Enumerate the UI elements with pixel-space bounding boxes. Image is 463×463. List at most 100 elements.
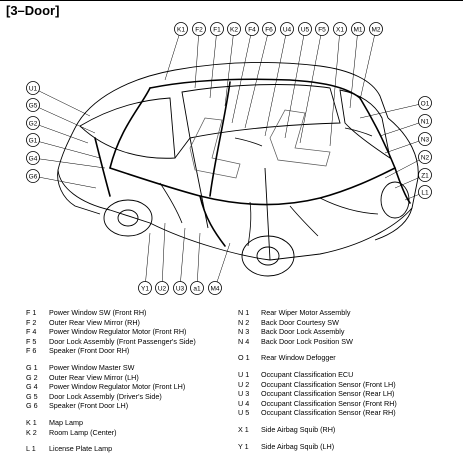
callout-label: U5 (301, 26, 310, 33)
legend-code: G 1 (26, 362, 38, 372)
callout-leader-f2 (194, 28, 200, 89)
legend-label: Side Airbag Squib (LH) (261, 441, 335, 451)
callout-circle-g5 (26, 98, 40, 112)
legend-label: Power Window Master SW (49, 362, 135, 372)
legend-item: G 2 Outer Rear View Mirror (LH) (26, 373, 196, 383)
legend-code: G 2 (26, 372, 38, 382)
callout-label: N3 (421, 136, 430, 143)
legend-label: Rear Window Defogger (261, 353, 336, 363)
legend-code: F 5 (26, 336, 37, 346)
callout-circle-n1 (418, 114, 432, 128)
legend-code: G 6 (26, 401, 38, 411)
callout-label: O1 (421, 100, 430, 107)
legend-label: Map Lamp (49, 417, 83, 427)
rear-bumper (374, 207, 413, 241)
callout-leader-u3 (179, 227, 186, 289)
harness-roof (149, 78, 361, 99)
legend-code: O 1 (238, 353, 250, 363)
legend-item: L 1 License Plate Lamp (26, 444, 196, 454)
callout-label: K2 (230, 26, 238, 33)
callout-leader-f1 (209, 28, 218, 99)
callout-label: Z1 (421, 172, 429, 179)
rear-seat (269, 109, 331, 167)
legend-code: G 4 (26, 382, 38, 392)
callout-label: X1 (336, 26, 344, 33)
callout-circle-g1 (26, 133, 40, 147)
branch-3 (159, 182, 183, 224)
callout-leader-n1 (379, 120, 426, 137)
legend-code: F 2 (26, 317, 37, 327)
callout-leader-m4 (214, 242, 231, 289)
legend-code: L 1 (26, 444, 36, 454)
callout-leader-u4 (264, 28, 288, 137)
callout-label: U4 (283, 26, 292, 33)
callout-circle-z1 (418, 168, 432, 182)
callout-circle-k1 (174, 22, 188, 36)
legend-spacer (238, 435, 397, 442)
legend-item: G 6 Speaker (Front Door LH) (26, 401, 196, 411)
callout-circle-f4 (245, 22, 259, 36)
wire-branches (159, 127, 379, 247)
front-seat (189, 117, 241, 179)
callout-leader-o1 (359, 102, 426, 119)
callout-label: G5 (29, 102, 38, 109)
branch-2 (289, 205, 319, 237)
harness-main-floor (109, 167, 396, 206)
callout-leader-x1 (329, 28, 341, 147)
legend-item: F 1 Power Window SW (Front RH) (26, 308, 196, 318)
front-bumper (57, 169, 101, 215)
callout-label: U2 (158, 285, 167, 292)
callout-leader-n3 (384, 138, 426, 154)
legend-item: G 1 Power Window Master SW (26, 363, 196, 373)
legend-label: License Plate Lamp (49, 444, 113, 454)
legend-spacer (238, 363, 397, 370)
callout-leader-k2 (224, 28, 235, 107)
callout-circle-m2 (369, 22, 383, 36)
legend-item: F 5 Door Lock Assembly (Front Passenger's… (26, 337, 196, 347)
legend-code: N 4 (238, 336, 250, 346)
callout-leader-u1 (32, 87, 91, 117)
callout-label: N1 (421, 118, 430, 125)
legend-code: F 1 (26, 308, 37, 317)
legend-label: Power Window Regulator Motor (Front LH) (49, 382, 186, 392)
callout-label: G1 (29, 137, 38, 144)
callout-circle-n2 (418, 150, 432, 164)
callout-label: F1 (213, 26, 221, 33)
legend-spacer (238, 418, 397, 425)
legend-spacer (26, 411, 196, 418)
callout-circle-o1 (418, 96, 432, 110)
branch-4 (319, 197, 379, 215)
callout-circle-l1 (418, 185, 432, 199)
callout-circle-y1 (138, 281, 152, 295)
legend-spacer (238, 346, 397, 353)
legend-item: O 1 Rear Window Defogger (238, 353, 397, 363)
legend-label: Occupant Classification ECU (261, 369, 354, 379)
callout-leader-f4 (231, 28, 253, 124)
callout-circle-m1 (351, 22, 365, 36)
legend-spacer (26, 437, 196, 444)
callout-circle-g6 (26, 169, 40, 183)
legend-label: Door Lock Assembly (Front Passenger's Si… (49, 336, 196, 346)
rear-right-wheel (380, 181, 410, 219)
callout-circle-n3 (418, 132, 432, 146)
legend-label: Power Window SW (Front RH) (49, 308, 147, 317)
legend-code: N 3 (238, 327, 250, 337)
callout-circle-f2 (192, 22, 206, 36)
legend-code: U 4 (238, 398, 250, 408)
legend-label: Side Airbag Squib (RH) (261, 424, 336, 434)
legend-label: Speaker (Front Door RH) (49, 346, 130, 356)
callout-circle-a1 (190, 281, 204, 295)
legend-label: Speaker (Front Door LH) (49, 401, 129, 411)
legend-label: Outer Rear View Mirror (LH) (49, 372, 139, 382)
